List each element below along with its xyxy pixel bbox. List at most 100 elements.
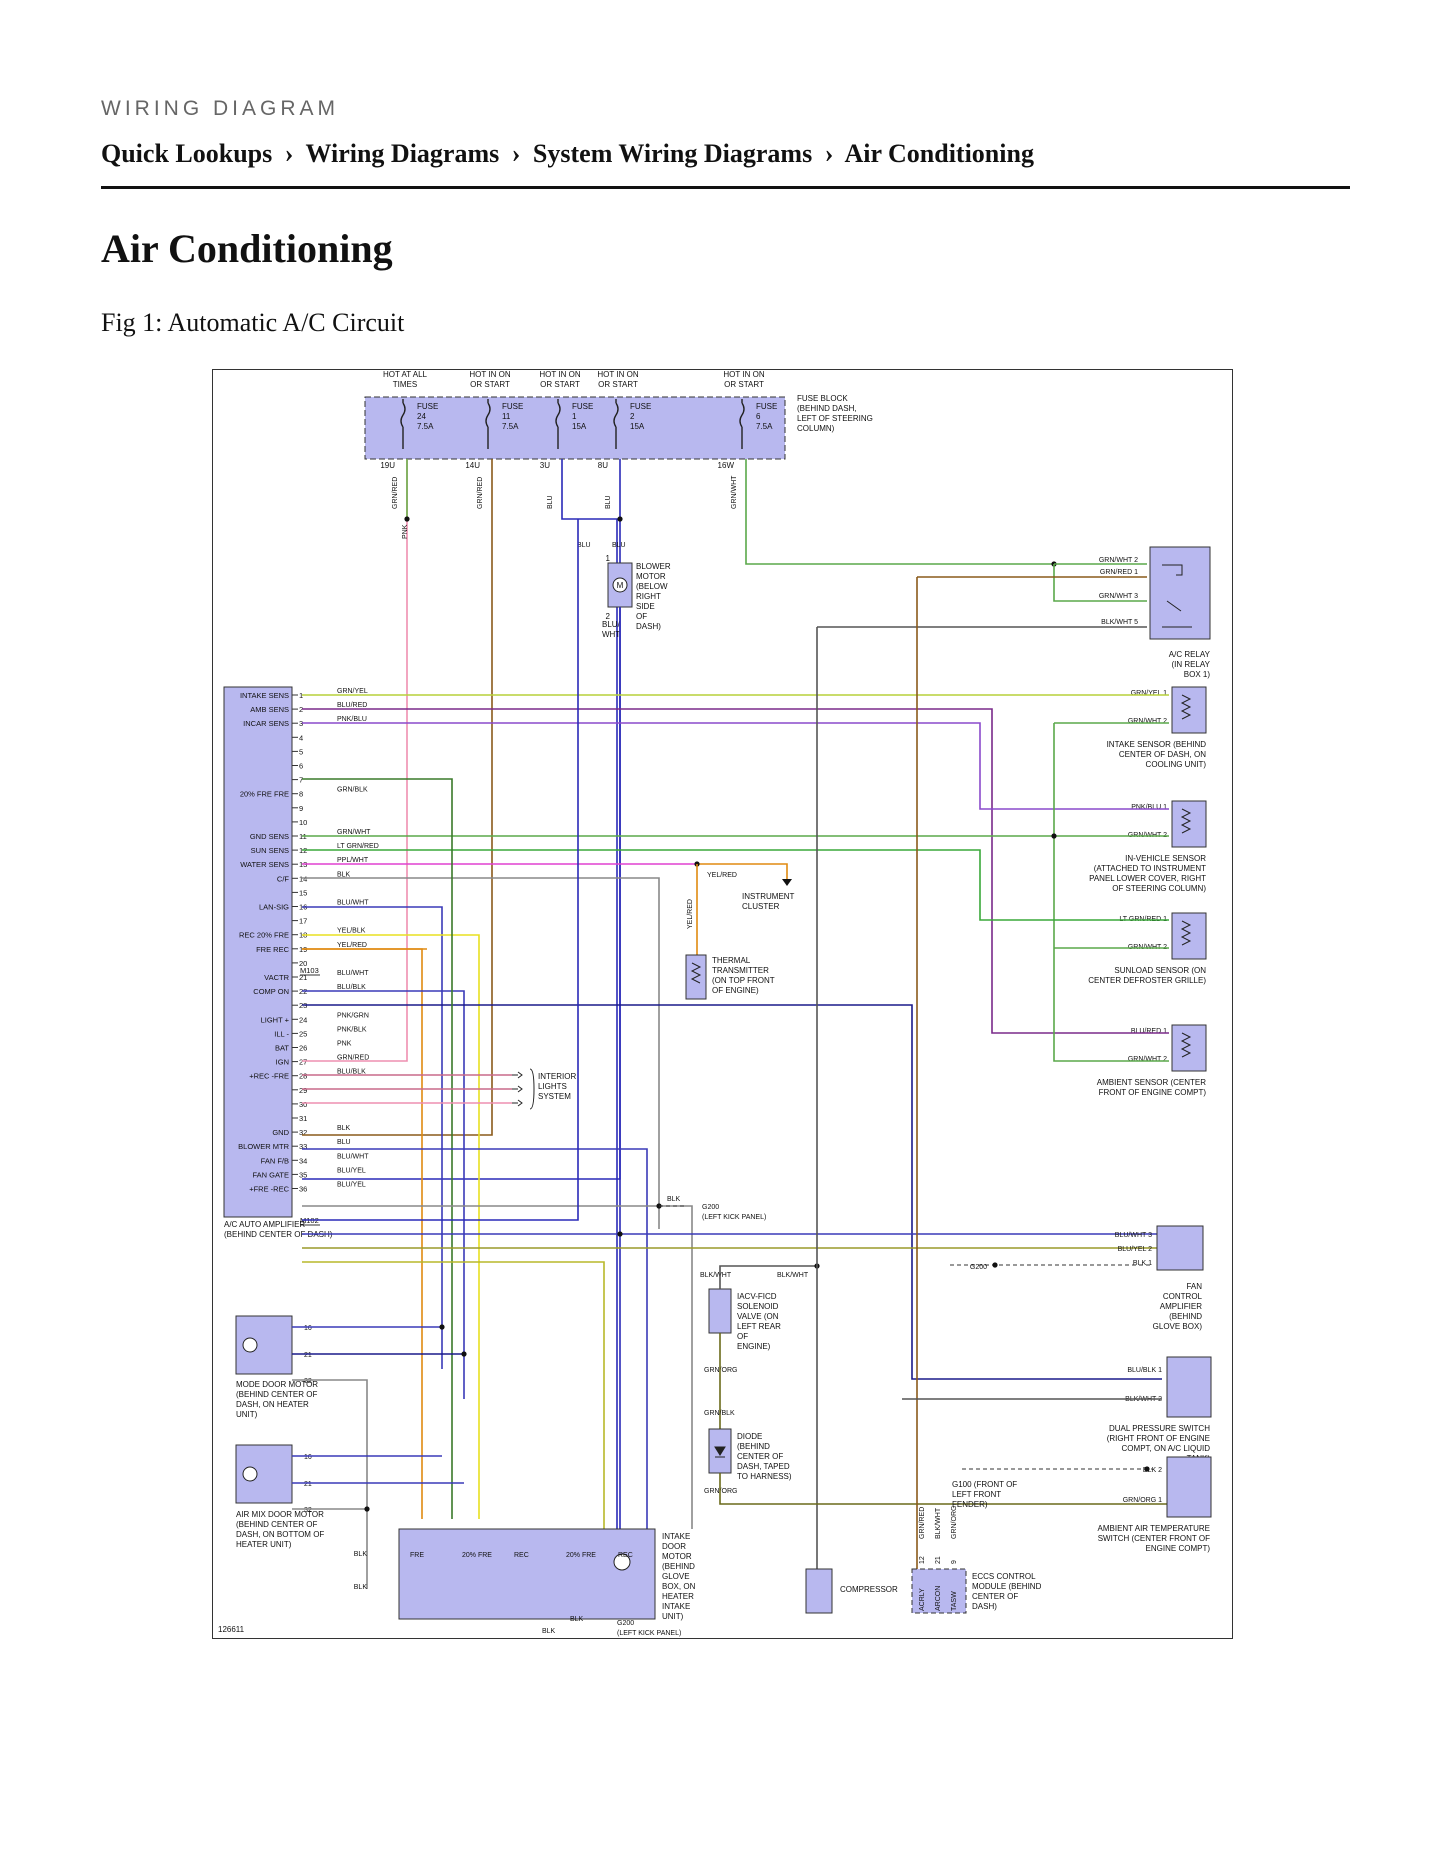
wire-blk-wht — [719, 1265, 817, 1289]
blower-wire-label: WHT — [602, 630, 620, 639]
iacv-label: IACV-FICD — [737, 1292, 777, 1301]
amplifier-pin-function: LIGHT + — [261, 1015, 290, 1024]
fan-control-label: FAN — [1186, 1282, 1202, 1291]
door-position-label: 20% FRE — [462, 1552, 492, 1559]
interior-lights-label: INTERIOR — [538, 1072, 576, 1081]
breadcrumb-item-air-conditioning[interactable]: Air Conditioning — [844, 139, 1034, 168]
intake-door-label: (BEHIND — [662, 1562, 695, 1571]
relay-pin-label: GRN/RED 1 — [1100, 569, 1138, 576]
pin-label: GRN/ORG 1 — [1123, 1497, 1162, 1504]
wire-mode-32 — [292, 1379, 368, 1589]
splice-dot — [364, 1506, 370, 1512]
amplifier-pin-function: BLOWER MTR — [238, 1142, 289, 1151]
intake-sensor — [1171, 686, 1207, 734]
fuse-label: 7.5A — [502, 422, 519, 431]
wire-blk-cf — [302, 877, 660, 1229]
hot-label: OR START — [540, 380, 580, 389]
amplifier-pin-function: COMP ON — [253, 987, 289, 996]
blower-motor-label: MOTOR — [636, 572, 666, 581]
fuse-icon — [400, 399, 406, 449]
compressor-label: COMPRESSOR — [840, 1585, 898, 1594]
fuse-terminal-label: 3U — [540, 461, 550, 470]
figure-caption: Fig 1: Automatic A/C Circuit — [101, 308, 405, 337]
amplifier-pin-function: BAT — [275, 1044, 289, 1053]
pin-label: BLU/BLK 1 — [1127, 1367, 1162, 1374]
motor-icon — [613, 1553, 631, 1571]
amplifier-pin-wire: BLU/BLK — [337, 1069, 366, 1076]
fuse-label: FUSE — [417, 402, 438, 411]
wire-grn-org-amb — [719, 1473, 1167, 1505]
air-mix-label: HEATER UNIT) — [236, 1540, 292, 1549]
door-position-label: 20% FRE — [566, 1552, 596, 1559]
amplifier-pin-wire: YEL/RED — [337, 942, 367, 949]
breadcrumb-item-system-wiring-diagrams[interactable]: System Wiring Diagrams — [532, 139, 813, 168]
fuse-label: FUSE — [572, 402, 593, 411]
amplifier-pin-function: INCAR SENS — [243, 719, 289, 728]
ambient-air-switch — [1166, 1456, 1212, 1518]
wire-label: PNK — [402, 524, 409, 539]
amplifier-pin-number: 8 — [299, 790, 303, 799]
amplifier-pin-function: FAN GATE — [252, 1170, 289, 1179]
amplifier-label: A/C AUTO AMPLIFIER — [224, 1220, 305, 1229]
intake-sensor-label: INTAKE SENSOR (BEHIND — [1107, 740, 1207, 749]
connector-label: M103 — [300, 966, 319, 975]
fuse-label: 15A — [630, 422, 645, 431]
resistor-icon — [690, 962, 702, 984]
diagram-frame — [212, 369, 1233, 1639]
fuse-label: 24 — [417, 412, 426, 421]
amplifier-pin-number: 32 — [299, 1128, 307, 1137]
wire-label: YEL/RED — [687, 899, 694, 929]
amplifier-pin-wire: BLU/YEL — [337, 1167, 366, 1174]
amplifier-pin-number: 4 — [299, 733, 303, 742]
thermal-transmitter-label: THERMAL — [712, 956, 751, 965]
sensor-pin-label: GRN/YEL 1 — [1131, 690, 1167, 697]
mode-door-label: UNIT) — [236, 1410, 258, 1419]
fuse-label: 7.5A — [417, 422, 434, 431]
intake-door-label: MOTOR — [662, 1552, 692, 1561]
brace-icon — [529, 1068, 535, 1110]
ground-label: G200 — [970, 1264, 987, 1271]
dual-pressure-switch — [1166, 1356, 1212, 1418]
dual-pressure-label: COMPT, ON A/C LIQUID — [1122, 1444, 1211, 1453]
g100-label: FENDER) — [952, 1500, 988, 1509]
amplifier-pin-number: 3 — [299, 719, 303, 728]
amplifier-pin-function: FRE REC — [256, 945, 290, 954]
relay-pin-label: GRN/WHT 3 — [1099, 593, 1138, 600]
hot-label: HOT AT ALL — [383, 370, 428, 379]
breadcrumb-item-wiring-diagrams[interactable]: Wiring Diagrams — [305, 139, 500, 168]
sensor-pin-label: GRN/WHT 2 — [1128, 1056, 1167, 1063]
splice-dot — [439, 1324, 445, 1330]
wire-blu-wht-21 — [302, 990, 465, 1399]
instrument-cluster-arrow — [782, 879, 792, 886]
ambient-switch-label: ENGINE COMPT) — [1146, 1544, 1211, 1553]
splice-dot — [617, 516, 623, 522]
eccs-pin-number: 9 — [951, 1560, 958, 1564]
amplifier-pin-number: 17 — [299, 917, 307, 926]
wire-grn-red-ign — [302, 459, 493, 1136]
hot-label: HOT IN ON — [597, 370, 638, 379]
wire-blu-left — [561, 459, 618, 1529]
amplifier-pin-number: 31 — [299, 1114, 307, 1123]
splice-dot — [461, 1351, 467, 1357]
amplifier-pin-function: +REC -FRE — [249, 1072, 289, 1081]
amplifier-pin-number: 10 — [299, 818, 307, 827]
wire-label: BLK/WHT — [777, 1272, 809, 1279]
wire-blu-blk-28 — [302, 1148, 648, 1529]
diode-label: (BEHIND — [737, 1442, 770, 1451]
ac-auto-amplifier — [223, 686, 293, 1218]
fuse-block — [364, 396, 786, 460]
intake-sensor-label: CENTER OF DASH, ON — [1119, 750, 1206, 759]
wire-label: GRN/RED — [919, 1507, 926, 1539]
eccs-label: ECCS CONTROL — [972, 1572, 1036, 1581]
amplifier-pin-wire: YEL/BLK — [337, 928, 366, 935]
fuse-label: FUSE — [756, 402, 777, 411]
amplifier-pin-function: +FRE -REC — [249, 1185, 289, 1194]
amplifier-pin-wire: BLU/RED — [337, 702, 367, 709]
amplifier-pin-function: WATER SENS — [240, 860, 289, 869]
relay-pin-label: BLK/WHT 5 — [1101, 619, 1138, 626]
fuse-terminal-label: 8U — [598, 461, 608, 470]
wire-label: BLK — [354, 1584, 368, 1591]
in-vehicle-sensor-label: IN-VEHICLE SENSOR — [1125, 854, 1206, 863]
breadcrumb-item-quick-lookups[interactable]: Quick Lookups — [101, 139, 273, 168]
